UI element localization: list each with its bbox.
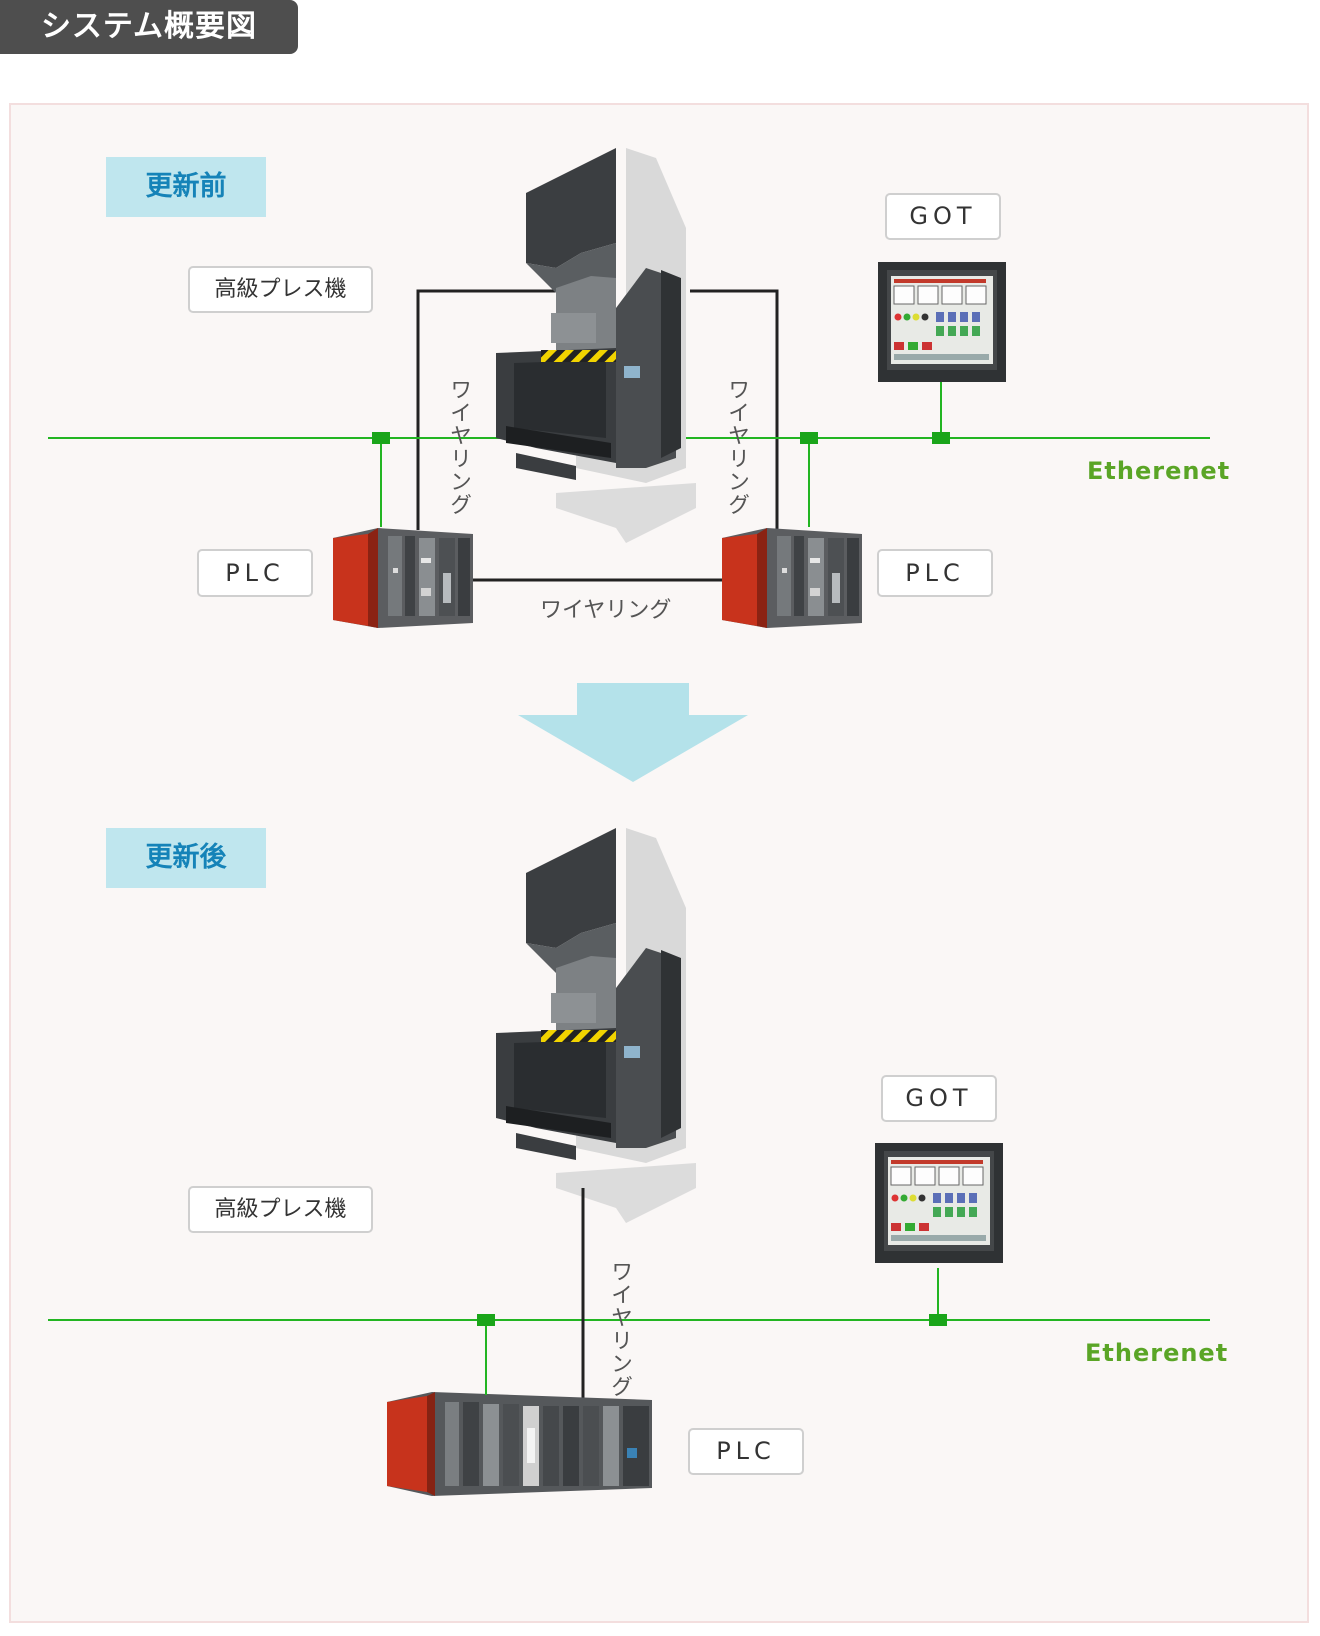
press-machine-before: [496, 148, 696, 543]
wiring-label-right-before: ワイヤリング: [724, 378, 749, 516]
plc-after: [387, 1392, 652, 1496]
wiring-label-after: ワイヤリング: [607, 1260, 632, 1398]
plc-left-label-before: PLC: [197, 549, 313, 597]
ethernet-drops-before: [372, 382, 950, 527]
got-label-before: GOT: [885, 193, 1001, 240]
ethernet-label-after: Etherenet: [1085, 1339, 1229, 1367]
ethernet-label-before: Etherenet: [1087, 457, 1231, 485]
section-label-after: 更新後: [106, 828, 266, 888]
got-screen-before: [877, 261, 1007, 383]
got-label-after: GOT: [881, 1075, 997, 1122]
wiring-lines-before: [416, 289, 779, 582]
page-title: システム概要図: [0, 0, 298, 54]
section-label-before: 更新前: [106, 157, 266, 217]
down-arrow: [518, 683, 748, 782]
plc-right-label-before: PLC: [877, 549, 993, 597]
press-label-after: 高級プレス機: [188, 1186, 373, 1233]
press-label-before: 高級プレス機: [188, 266, 373, 313]
plc-label-after: PLC: [688, 1428, 804, 1475]
wiring-label-left-before: ワイヤリング: [446, 378, 471, 516]
plc-right-before: [722, 528, 862, 628]
got-screen-after: [874, 1142, 1004, 1264]
plc-left-before: [333, 528, 473, 628]
press-machine-after: [496, 828, 696, 1223]
wiring-label-bottom-before: ワイヤリング: [540, 598, 672, 623]
ethernet-drops-after: [477, 1268, 947, 1395]
